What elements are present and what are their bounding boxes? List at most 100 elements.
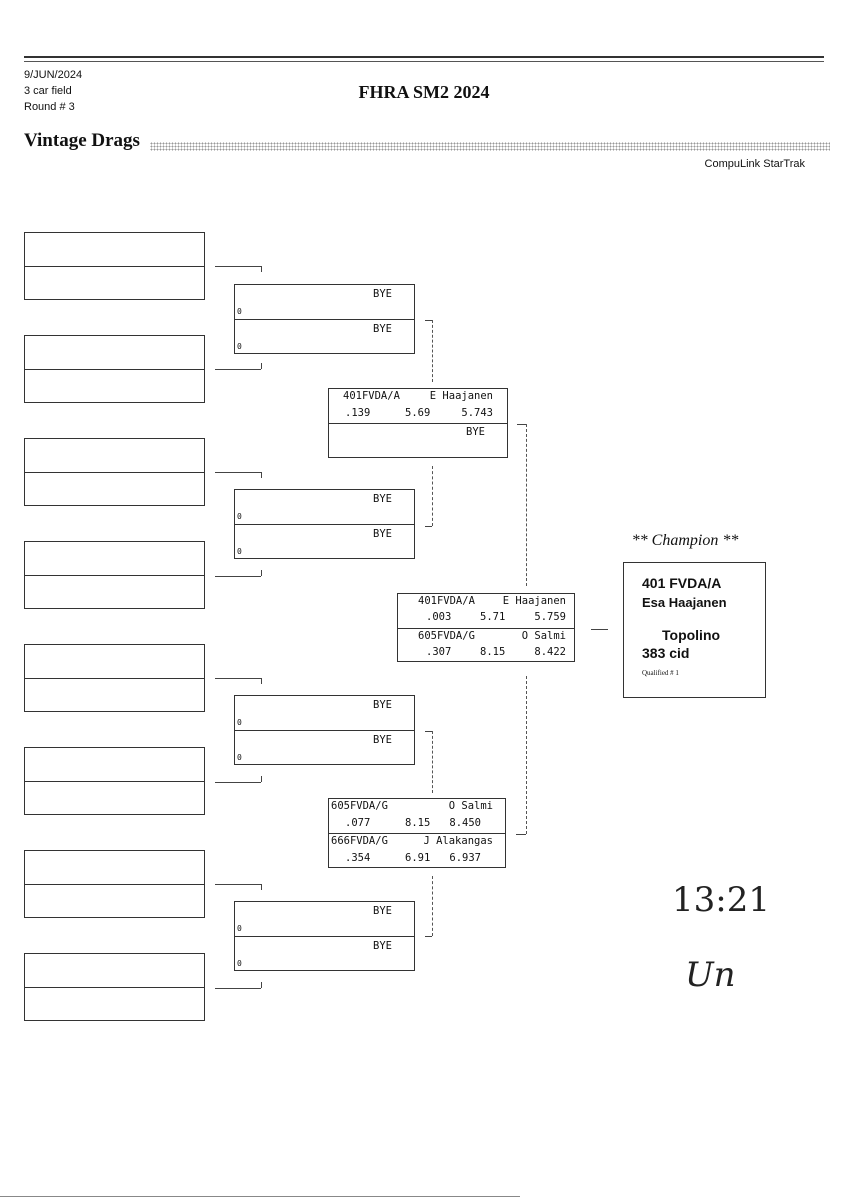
champion-car: 401 FVDA/A	[642, 575, 722, 591]
elapsed-time: 8.15	[405, 817, 431, 829]
bye-label: BYE	[373, 734, 392, 746]
connector	[261, 982, 262, 988]
dial-in: 5.743	[461, 407, 493, 419]
driver-name: O Salmi	[448, 800, 493, 812]
elapsed-time: 6.91	[405, 852, 431, 864]
connector	[261, 266, 262, 272]
bye-label: BYE	[466, 426, 485, 438]
top-rule-thin	[24, 61, 824, 62]
zero-mark: 0	[237, 307, 242, 316]
round1-box-3	[24, 438, 205, 506]
connector	[425, 320, 432, 321]
connector	[517, 424, 526, 425]
champion-driver: Esa Haajanen	[642, 595, 727, 610]
elapsed-time: 5.69	[405, 407, 431, 419]
page-title: FHRA SM2 2024	[358, 82, 490, 102]
connector	[432, 731, 433, 793]
final-box: 401FVDA/A E Haajanen .003 5.71 5.759 605…	[397, 593, 575, 662]
top-rule	[24, 56, 824, 58]
car-number: 401FVDA/A	[343, 390, 400, 402]
reaction-time: .139	[345, 407, 371, 419]
zero-mark: 0	[237, 342, 242, 351]
champion-engine: 383 cid	[642, 645, 690, 661]
bye-label: BYE	[373, 323, 392, 335]
bye-label: BYE	[373, 528, 392, 540]
champion-qualified: Qualified # 1	[642, 669, 679, 677]
connector	[425, 936, 432, 937]
driver-name: O Salmi	[521, 629, 566, 642]
connector	[215, 266, 261, 267]
connector	[261, 776, 262, 782]
bye-label: BYE	[373, 493, 392, 505]
zero-mark: 0	[237, 753, 242, 762]
connector	[215, 678, 261, 679]
class-name: Vintage Drags	[24, 130, 140, 151]
reaction-time: .354	[345, 852, 371, 864]
connector	[432, 320, 433, 382]
connector	[215, 472, 261, 473]
reaction-time: .077	[345, 817, 371, 829]
dial-in: 8.422	[534, 645, 566, 658]
dial-in: 8.450	[449, 817, 481, 829]
reaction-time: .003	[426, 611, 452, 623]
handwritten-time: 13:21	[672, 880, 770, 920]
champion-label: ** Champion **	[631, 532, 739, 549]
round1-box-2	[24, 335, 205, 403]
round1-box-7	[24, 850, 205, 918]
zero-mark: 0	[237, 959, 242, 968]
connector	[215, 369, 261, 370]
round2-box-4: BYE 0 BYE 0	[234, 901, 415, 971]
bye-label: BYE	[373, 288, 392, 300]
event-date: 9/JUN/2024	[24, 69, 83, 81]
car-number: 605FVDA/G	[331, 800, 388, 812]
connector	[261, 570, 262, 576]
connector	[526, 424, 527, 586]
vendor-name: CompuLink StarTrak	[704, 158, 805, 170]
zero-mark: 0	[237, 718, 242, 727]
round2-box-3: BYE 0 BYE 0	[234, 695, 415, 765]
connector	[215, 576, 261, 577]
dial-in: 5.759	[534, 611, 566, 623]
round1-box-4	[24, 541, 205, 609]
car-number: 605FVDA/G	[418, 629, 475, 642]
connector	[261, 884, 262, 890]
car-number: 666FVDA/G	[331, 835, 388, 847]
connector	[432, 466, 433, 526]
round-number: Round # 3	[24, 101, 75, 113]
driver-name: J Alakangas	[423, 835, 493, 847]
connector	[425, 526, 432, 527]
driver-name: E Haajanen	[429, 390, 493, 402]
connector	[526, 676, 527, 834]
connector	[215, 988, 261, 989]
round1-box-6	[24, 747, 205, 815]
round1-box-8	[24, 953, 205, 1021]
field-size: 3 car field	[24, 85, 72, 97]
round1-box-5	[24, 644, 205, 712]
connector	[516, 834, 526, 835]
zero-mark: 0	[237, 924, 242, 933]
bye-label: BYE	[373, 940, 392, 952]
connector	[591, 629, 608, 630]
round1-box-1	[24, 232, 205, 300]
dotted-rule	[150, 142, 830, 151]
connector	[425, 731, 432, 732]
connector	[261, 472, 262, 478]
round2-box-2: BYE 0 BYE 0	[234, 489, 415, 559]
bye-label: BYE	[373, 905, 392, 917]
connector	[261, 678, 262, 684]
elapsed-time: 8.15	[480, 645, 506, 658]
champion-vehicle: Topolino	[662, 627, 721, 643]
bottom-rule	[0, 1196, 520, 1197]
zero-mark: 0	[237, 547, 242, 556]
bye-label: BYE	[373, 699, 392, 711]
round3-box-2: 605FVDA/G O Salmi .077 8.15 8.450 666FVD…	[328, 798, 506, 868]
dial-in: 6.937	[449, 852, 481, 864]
reaction-time: .307	[426, 645, 452, 658]
champion-box: 401 FVDA/A Esa Haajanen Topolino 383 cid…	[623, 562, 766, 698]
zero-mark: 0	[237, 512, 242, 521]
connector	[215, 782, 261, 783]
connector	[261, 363, 262, 369]
connector	[432, 876, 433, 936]
driver-name: E Haajanen	[502, 595, 566, 607]
handwritten-initials: Un	[685, 955, 736, 995]
